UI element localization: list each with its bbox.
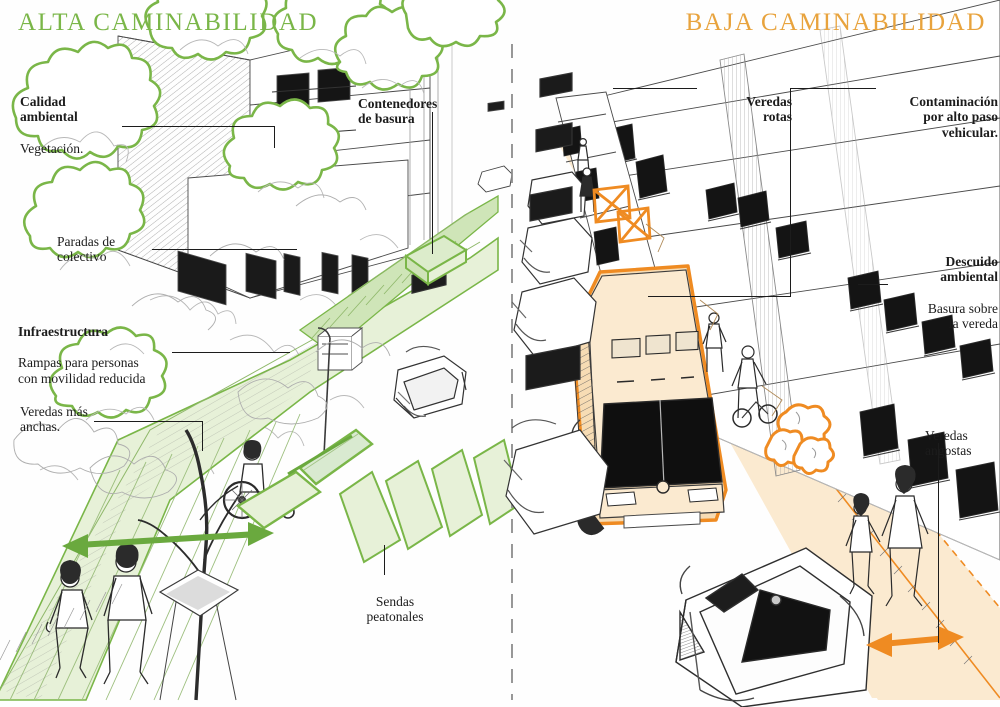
label-calidad-ambiental: Calidad ambiental Vegetación.	[20, 78, 150, 156]
narrow-sidewalk-arrow	[866, 626, 964, 657]
label-contenedores-basura: Contenedores de basura	[358, 80, 488, 143]
garbage-bag-ties	[781, 411, 817, 459]
leader-calidad-v	[274, 126, 275, 148]
pedestrian-distant-1	[577, 138, 590, 173]
wide-sidewalk-arrow	[62, 522, 274, 558]
label-paradas-colectivo: Paradas de colectivo	[57, 218, 167, 265]
label-contenedores-title: Contenedores de basura	[358, 95, 438, 127]
label-infraestructura: Infraestructura Rampas para personas con…	[18, 308, 208, 386]
leader-calidad	[122, 126, 274, 127]
pedestrian-woman-right	[881, 465, 929, 607]
label-calidad-title: Calidad ambiental	[20, 93, 78, 125]
label-veredas-angostas: Veredas angostas	[925, 412, 1000, 459]
leader-paradas	[152, 249, 297, 250]
label-descuido-body: Basura sobre la vereda	[927, 300, 998, 332]
label-paradas-body: Paradas de colectivo	[57, 233, 116, 265]
bus-stop-shelter	[317, 327, 364, 371]
accessibility-ramp	[235, 428, 374, 530]
leader-veredas-ang-v	[938, 443, 939, 643]
queued-car-4	[503, 344, 609, 535]
leader-contenedores	[432, 112, 433, 254]
label-sendas-peatonales: Sendas peatonales	[345, 578, 445, 625]
pedestrian-man	[103, 544, 153, 685]
leader-contaminacion-h2	[648, 296, 791, 297]
broken-sidewalk-cracks	[645, 223, 783, 417]
leader-veredas-anchas	[94, 421, 202, 422]
label-veredas-rotas-title: Veredas rotas	[746, 93, 792, 125]
pedestrian-cyclist	[731, 345, 778, 428]
left-building	[117, 17, 453, 306]
crosswalk-stripes	[338, 438, 522, 564]
pedestrian-woman	[45, 560, 93, 679]
label-infra-title: Infraestructura	[18, 323, 108, 339]
pedestrian-group-right	[577, 138, 929, 607]
wheelchair-user	[222, 440, 295, 520]
queued-cars	[503, 72, 609, 535]
garbage-bags	[764, 403, 835, 475]
green-band-arrow	[287, 434, 353, 476]
waste-containers	[404, 234, 468, 286]
pedestrian-child-right	[845, 493, 881, 595]
leader-contaminacion-v	[790, 88, 791, 296]
label-infra-body: Rampas para personas con movilidad reduc…	[18, 354, 146, 386]
leader-sendas	[384, 545, 385, 575]
sidewalk-edge-texture	[0, 583, 123, 661]
leader-veredas-anchas-v	[202, 421, 203, 451]
heading-high-walkability: ALTA CAMINABILIDAD	[18, 9, 319, 36]
leader-infra	[172, 352, 290, 353]
label-descuido-title: Descuido ambiental	[940, 253, 998, 285]
leader-veredas-rotas	[613, 88, 697, 89]
label-contaminacion: Contaminación por alto paso vehicular.	[880, 78, 998, 156]
street-lamp	[317, 327, 331, 456]
construction-barrier	[592, 184, 652, 244]
parked-white-car	[675, 547, 873, 707]
label-veredas-anchas: Veredas más anchas.	[20, 388, 130, 435]
queued-car-3	[511, 186, 597, 359]
label-calidad-body: Vegetación.	[20, 140, 84, 156]
label-sendas-body: Sendas peatonales	[366, 593, 424, 625]
leader-descuido	[858, 284, 888, 285]
left-scene-group	[0, 0, 522, 701]
queued-car-2	[519, 122, 593, 285]
label-veredas-rotas: Veredas rotas	[700, 78, 792, 141]
understory-scribbles	[13, 194, 391, 499]
label-descuido-ambiental: Descuido ambiental Basura sobre la vered…	[880, 238, 998, 332]
label-contaminacion-title: Contaminación por alto paso vehicular.	[909, 93, 998, 140]
heading-low-walkability: BAJA CAMINABILIDAD	[685, 9, 986, 36]
leader-contaminacion	[790, 88, 876, 89]
label-veredas-angostas-body: Veredas angostas	[925, 427, 972, 459]
distant-car-left	[477, 100, 513, 193]
right-scene-group	[503, 0, 1000, 707]
pedestrian-distant-2	[579, 167, 595, 213]
pedestrian-group-left	[45, 544, 153, 685]
label-veredas-anchas-body: Veredas más anchas.	[20, 403, 88, 435]
